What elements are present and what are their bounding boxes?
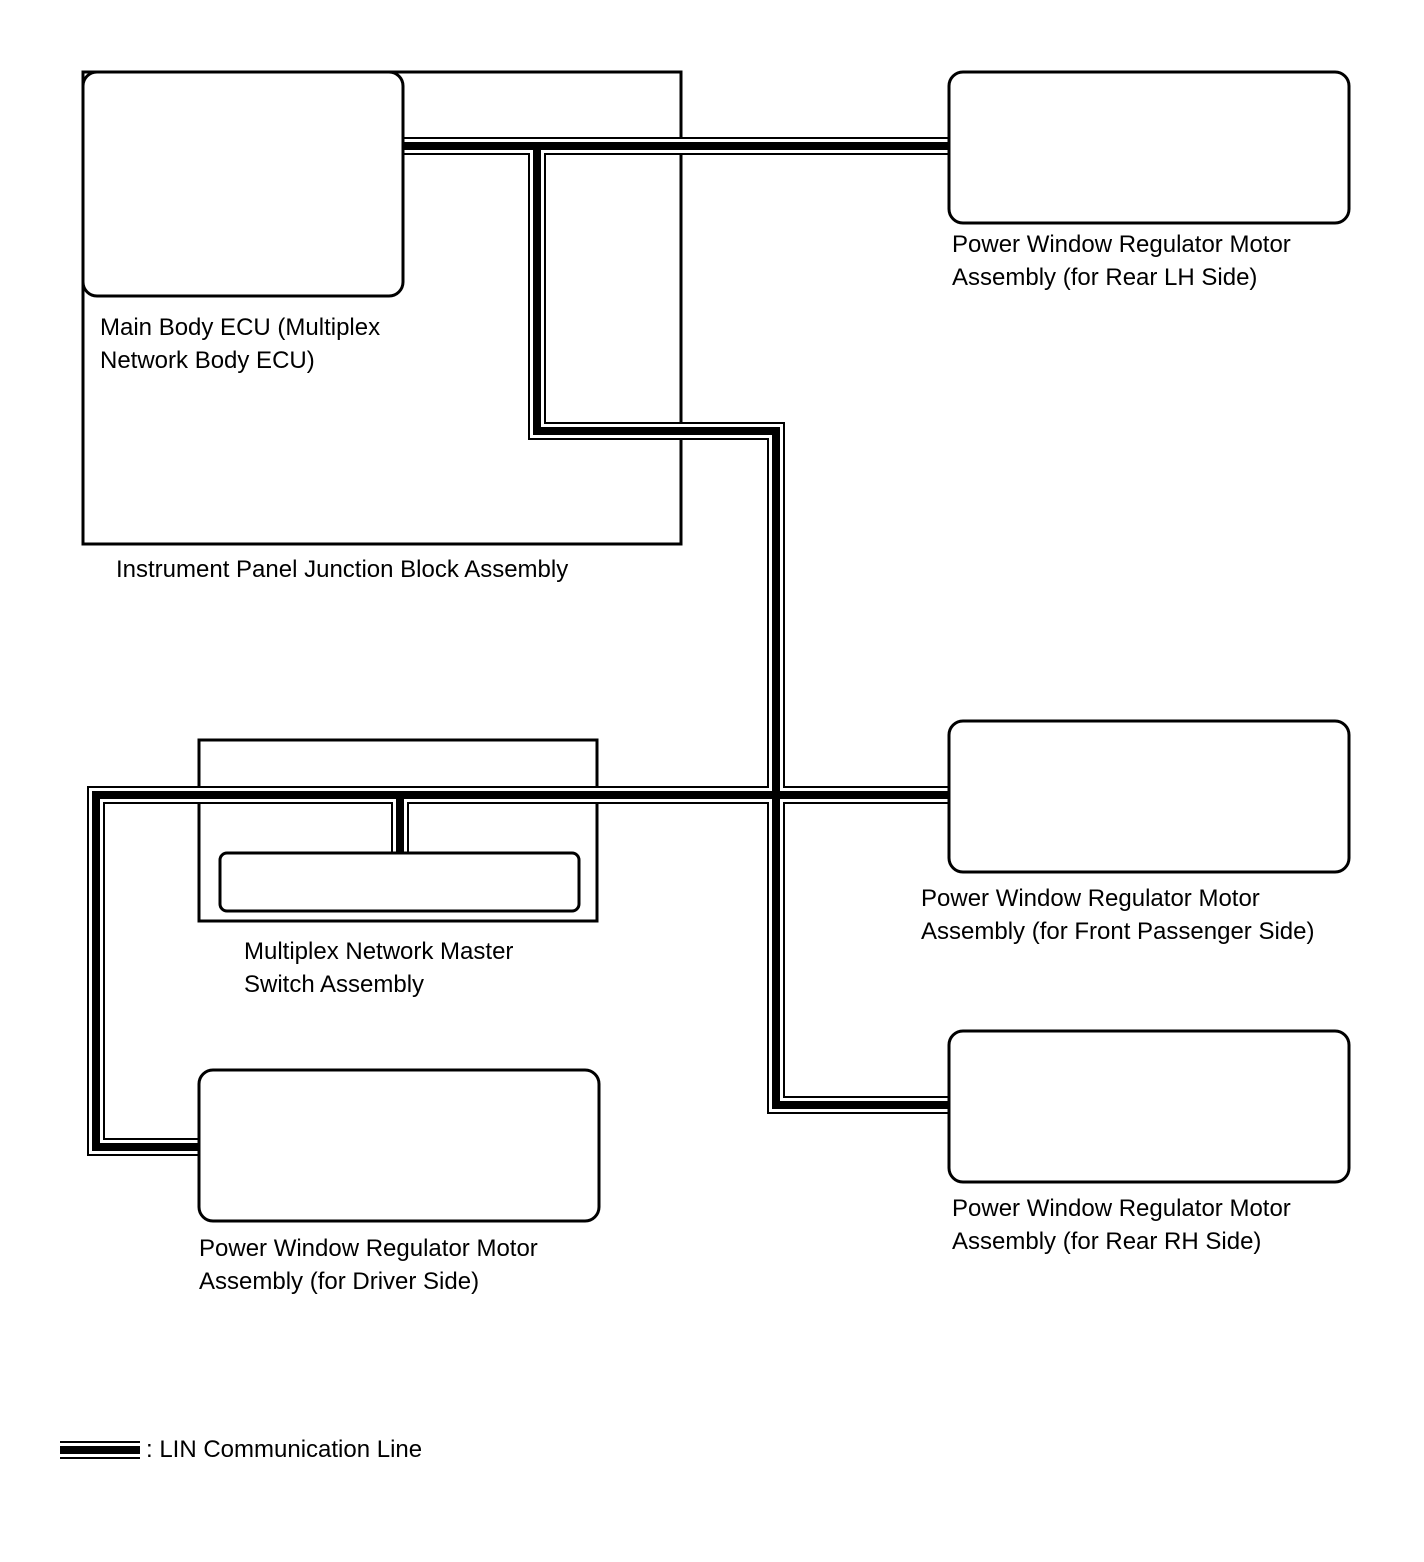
motor-rear-rh-label-line2: Assembly (for Rear RH Side) xyxy=(952,1228,1262,1255)
motor-driver-label: Power Window Regulator Motor Assembly (f… xyxy=(199,1232,538,1298)
motor-driver-label-line2: Assembly (for Driver Side) xyxy=(199,1268,480,1295)
main-body-ecu-label: Main Body ECU (Multiplex Network Body EC… xyxy=(100,311,380,377)
master-switch-label-line1: Multiplex Network Master xyxy=(244,938,514,965)
legend-text: : LIN Communication Line xyxy=(146,1436,423,1463)
motor-rear-lh-label-line1: Power Window Regulator Motor xyxy=(952,231,1291,258)
master-switch-inner-box xyxy=(218,851,581,913)
main-body-ecu-box xyxy=(81,70,405,298)
motor-rear-lh-label: Power Window Regulator Motor Assembly (f… xyxy=(952,228,1291,294)
motor-driver-box xyxy=(197,1068,601,1223)
master-switch-label-line2: Switch Assembly xyxy=(244,971,425,998)
motor-front-passenger-label-line2: Assembly (for Front Passenger Side) xyxy=(921,918,1315,945)
main-body-ecu-label-line1: Main Body ECU (Multiplex xyxy=(100,314,381,341)
motor-rear-rh-box xyxy=(947,1029,1351,1184)
legend: : LIN Communication Line xyxy=(60,1433,422,1466)
motor-rear-rh-label-line1: Power Window Regulator Motor xyxy=(952,1195,1291,1222)
master-switch-assembly-box xyxy=(197,738,599,923)
motor-front-passenger-label: Power Window Regulator Motor Assembly (f… xyxy=(921,882,1314,948)
instrument-panel-jb-label: Instrument Panel Junction Block Assembly xyxy=(116,553,568,586)
motor-front-passenger-label-line1: Power Window Regulator Motor xyxy=(921,885,1260,912)
lin-line-legend-swatch xyxy=(60,1440,140,1459)
motor-rear-lh-label-line2: Assembly (for Rear LH Side) xyxy=(952,264,1258,291)
motor-rear-rh-label: Power Window Regulator Motor Assembly (f… xyxy=(952,1192,1291,1258)
motor-driver-label-line1: Power Window Regulator Motor xyxy=(199,1235,538,1262)
motor-rear-lh-box xyxy=(947,70,1351,225)
lin-line-ecu-branch xyxy=(528,146,950,1114)
lin-communication-lines xyxy=(87,137,950,1156)
master-switch-label: Multiplex Network Master Switch Assembly xyxy=(244,935,513,1001)
motor-front-passenger-box xyxy=(947,719,1351,874)
instrument-panel-jb-label-text: Instrument Panel Junction Block Assembly xyxy=(116,556,569,583)
main-body-ecu-label-line2: Network Body ECU) xyxy=(100,347,315,374)
